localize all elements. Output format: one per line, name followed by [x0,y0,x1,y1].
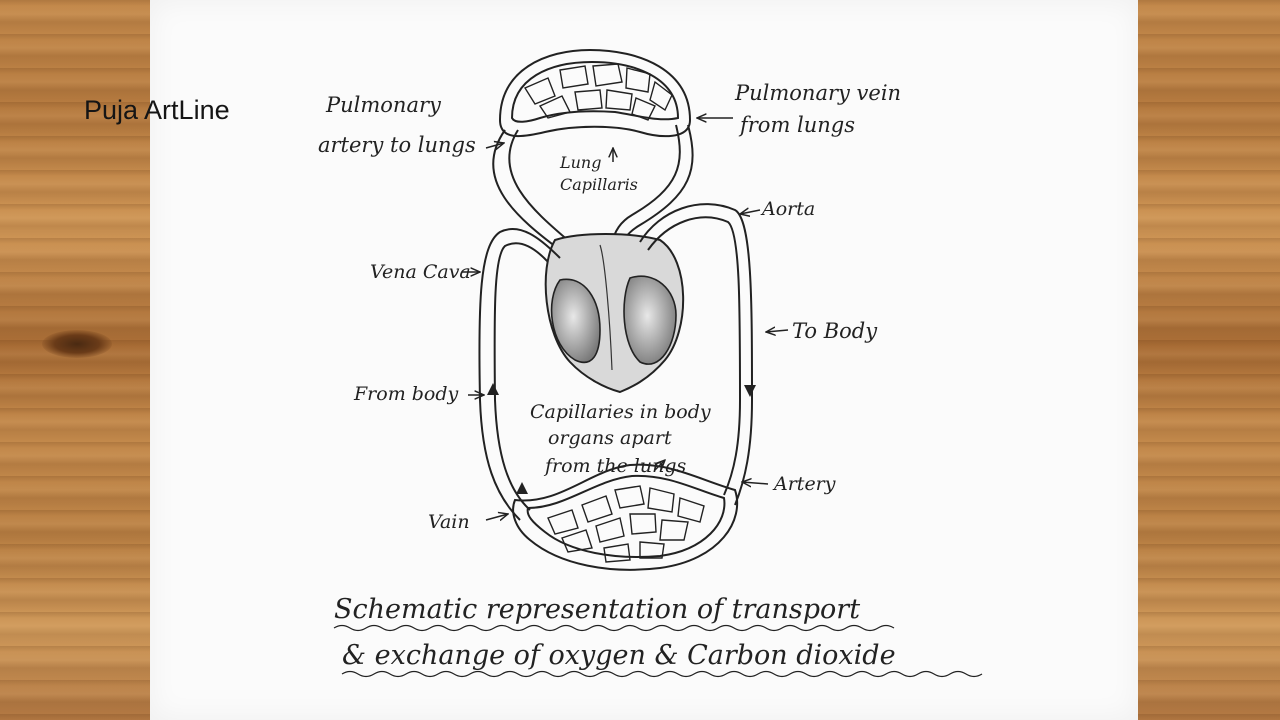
pointer-artery [742,482,768,484]
label-lung-capillaries-2: Capillaris [560,175,638,194]
heart [546,234,683,392]
label-pulmonary-artery-1: Pulmonary [325,93,442,117]
lung-capillary-bed [500,50,690,136]
caption-underline-2 [342,672,982,677]
pointer-to-body [766,330,788,332]
label-artery: Artery [772,473,836,495]
label-body-capillaries-2: organs apart [548,427,672,449]
label-vena-cava: Vena Cava [370,261,471,283]
label-vein: Vain [428,511,470,533]
body-capillary-bed [513,465,737,570]
caption-line-2: & exchange of oxygen & Carbon dioxide [342,640,896,671]
label-body-capillaries-1: Capillaries in body [530,401,711,423]
label-pulmonary-vein-2: from lungs [738,113,855,137]
label-aorta: Aorta [760,198,815,220]
label-pulmonary-vein-1: Pulmonary vein [734,81,901,105]
label-body-capillaries-3: from the lungs [543,455,686,477]
pointer-vein [486,514,508,520]
label-pulmonary-artery-2: artery to lungs [318,133,476,157]
pointer-aorta [740,210,760,214]
label-to-body: To Body [792,319,878,343]
label-from-body: From body [353,383,459,405]
caption-underline-1 [334,626,894,631]
caption-line-1: Schematic representation of transport [334,594,860,625]
label-lung-capillaries-1: Lung [559,153,601,172]
